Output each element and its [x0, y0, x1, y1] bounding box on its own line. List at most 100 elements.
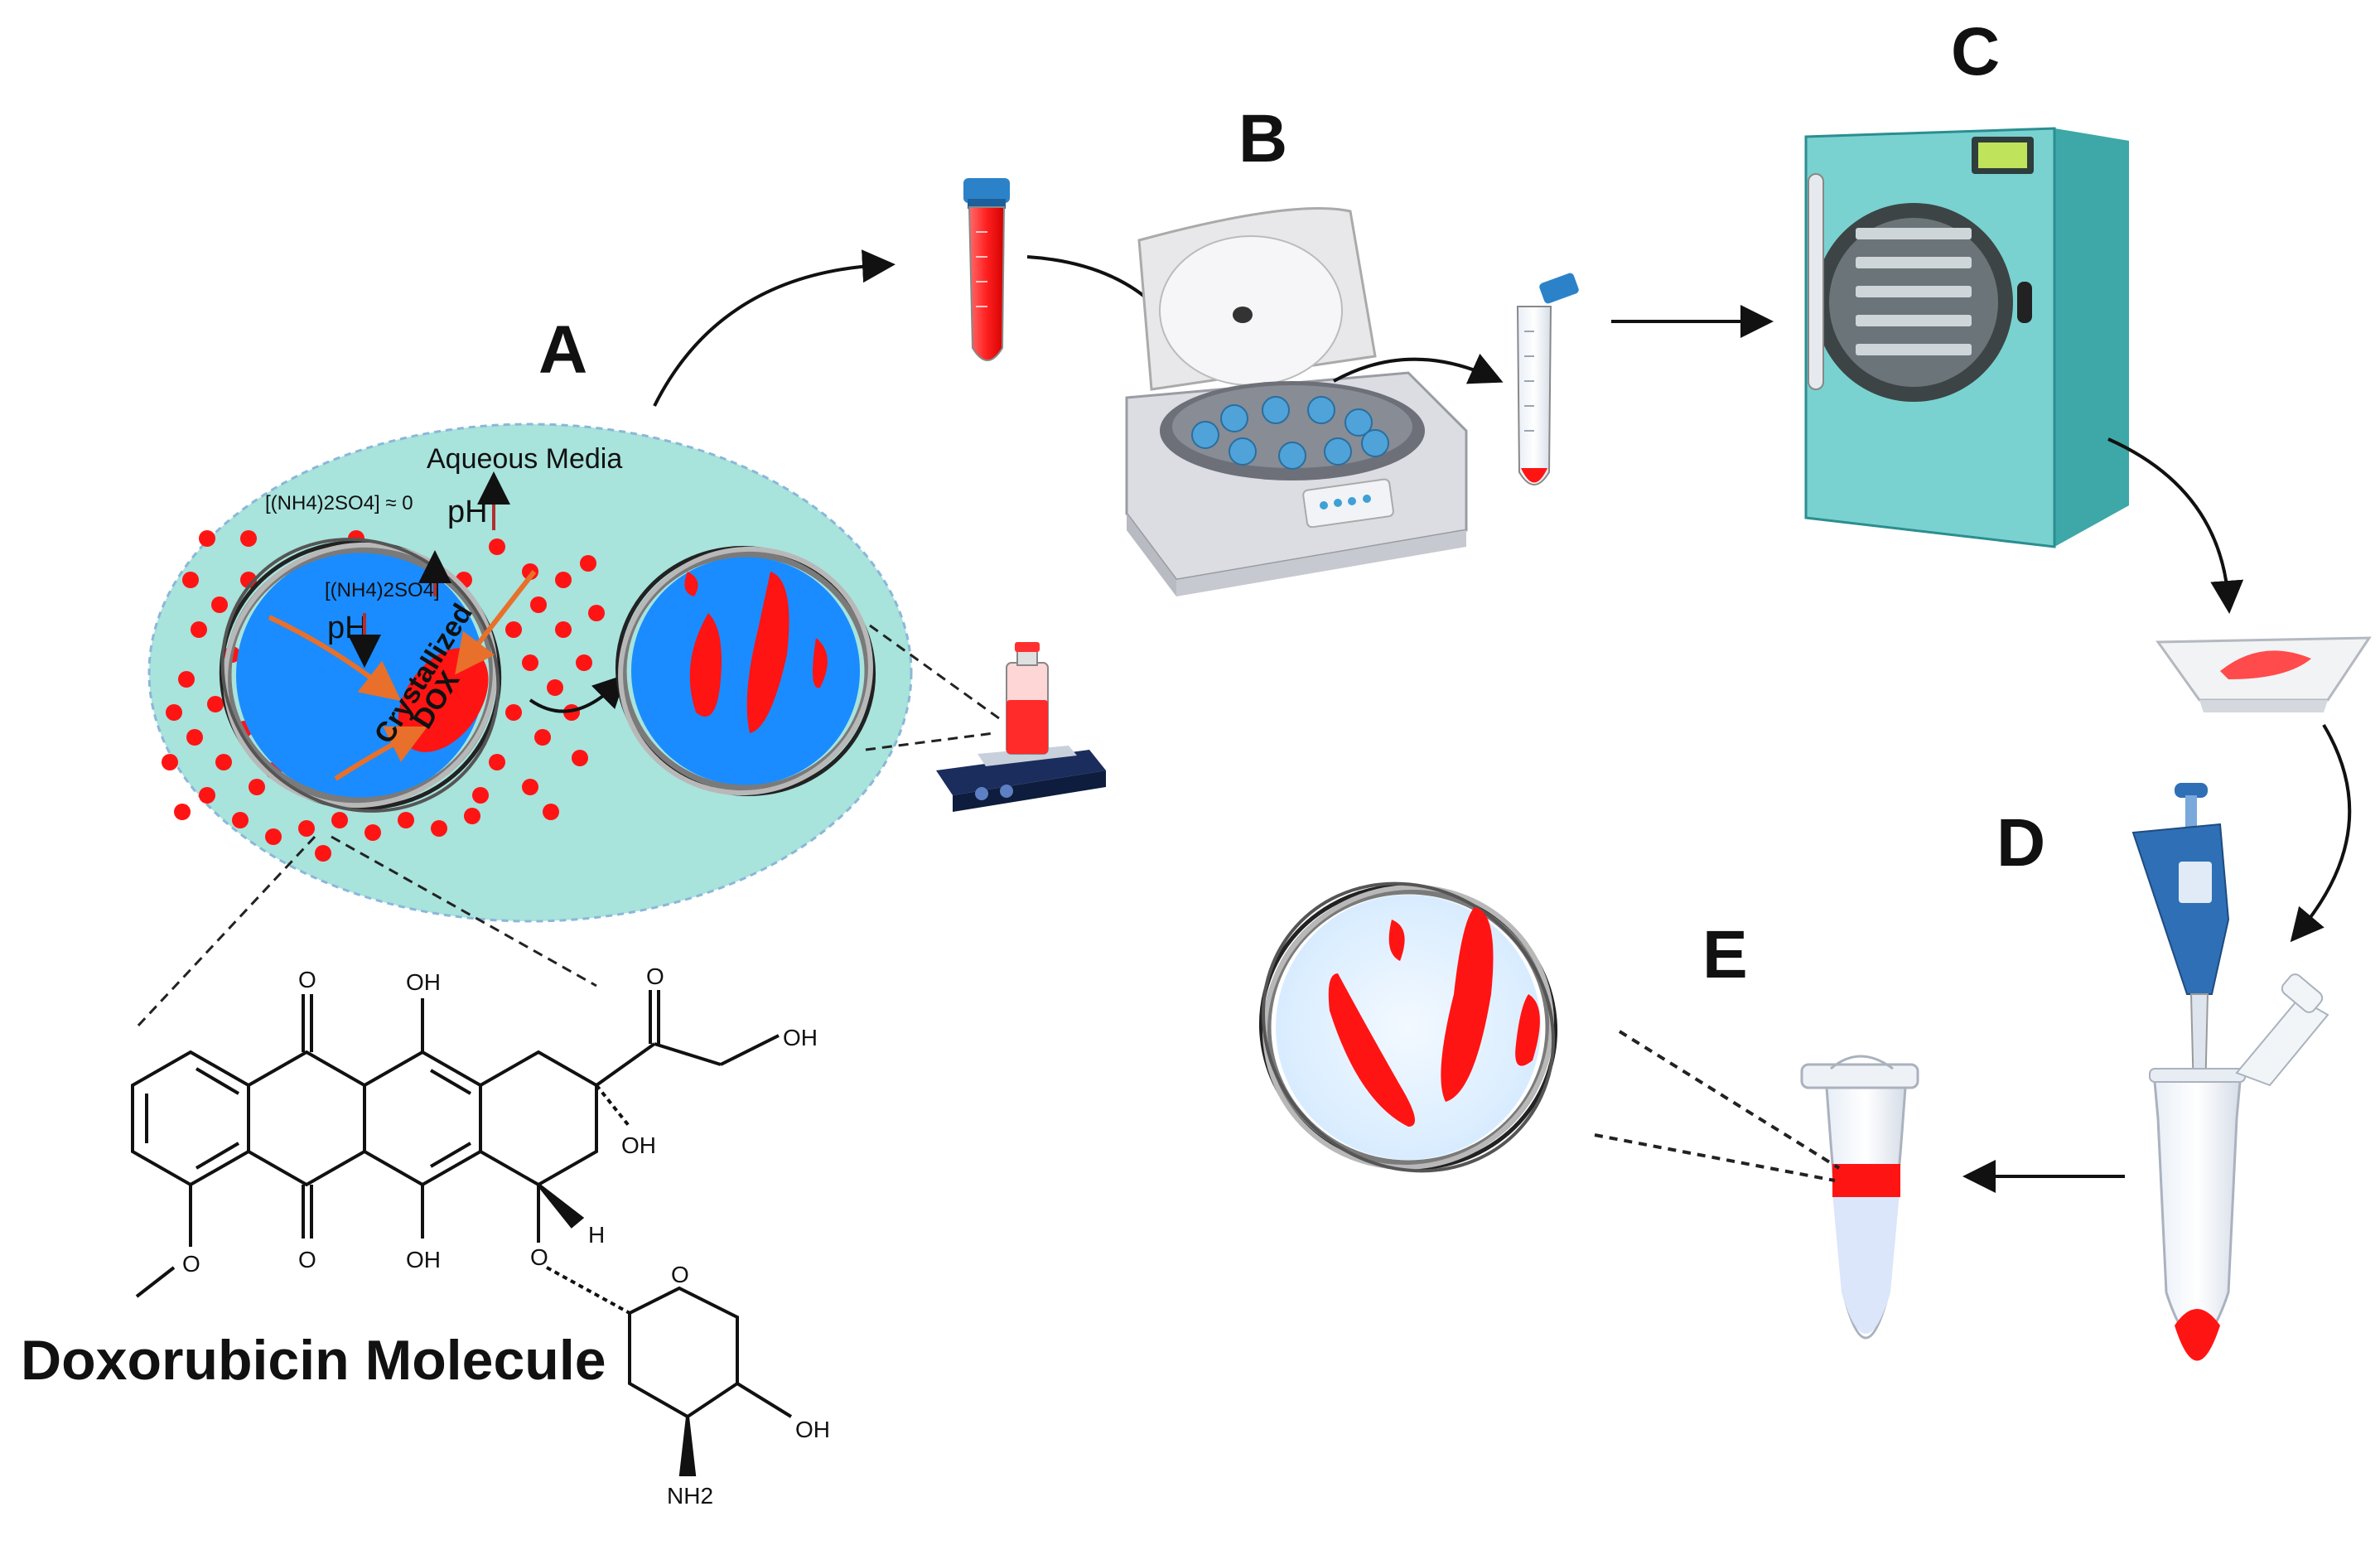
dox-dot: [505, 621, 522, 638]
dox-dot: [199, 787, 215, 804]
dox-dot: [215, 754, 232, 770]
atom-o-1: O: [298, 967, 316, 992]
doxorubicin-structure: [131, 990, 793, 1476]
panel-letter-d: D: [1996, 805, 2045, 881]
inner-salt-label: [(NH4)2SO4]: [325, 579, 440, 601]
dox-dot: [186, 729, 203, 746]
dox-dot: [464, 808, 480, 824]
dox-dot: [555, 621, 572, 638]
dash-connector-1: [869, 624, 1003, 722]
atom-o-2: O: [298, 1247, 316, 1272]
dox-dot: [522, 779, 538, 795]
panel-letter-c: C: [1951, 14, 2000, 89]
aqueous-media-label: Aqueous Media: [427, 443, 622, 475]
orange-arrow-1: [268, 615, 402, 702]
loading-arrow: [529, 674, 627, 713]
dash-e-2: [1594, 1133, 1836, 1182]
final-crystal-1: [1328, 973, 1415, 1127]
arrow-centrifuge-to-tube: [1333, 353, 1504, 384]
dox-dot: [580, 555, 596, 572]
atom-oh-2: OH: [406, 1247, 441, 1272]
atom-o-5: O: [530, 1244, 548, 1270]
dox-dot: [543, 804, 559, 820]
dash-to-molecule-right: [331, 835, 597, 987]
panel-letter-e: E: [1702, 917, 1748, 992]
final-crystal-4: [1388, 920, 1405, 961]
dox-dot: [211, 596, 228, 613]
dox-dot: [331, 812, 348, 828]
dox-dot: [522, 563, 538, 580]
dox-dot: [265, 828, 282, 845]
molecule-name: Doxorubicin Molecule: [21, 1329, 606, 1392]
atom-oh-4: OH: [621, 1132, 656, 1158]
dox-dot: [398, 812, 414, 828]
atom-o-6: O: [671, 1262, 689, 1287]
atom-oh-1: OH: [406, 969, 441, 995]
panel-letter-a: A: [538, 312, 587, 388]
dash-e-1: [1618, 1030, 1841, 1170]
dox-dot: [364, 824, 381, 841]
final-crystal-2: [1441, 907, 1494, 1102]
liposome-final: [1258, 881, 1558, 1173]
dox-dot: [576, 654, 592, 671]
molecule-atoms: O O OH OH O O OH OH H O O OH NH2: [182, 963, 830, 1509]
crystal-3: [813, 638, 828, 688]
atom-h: H: [588, 1222, 605, 1248]
hotplate-stirrer: [936, 642, 1106, 812]
dox-dot: [530, 596, 547, 613]
crystal-2: [746, 572, 789, 733]
orange-arrow-3: [334, 726, 428, 781]
powder-tray: [2156, 636, 2372, 712]
atom-o-3: O: [182, 1251, 200, 1277]
dox-dot: [547, 679, 563, 696]
microtube-e: [1800, 1055, 1919, 1340]
dox-dot: [178, 671, 195, 688]
dox-dot: [182, 572, 199, 588]
dox-dot: [199, 530, 215, 547]
atom-nh2: NH2: [667, 1483, 713, 1509]
centrifuge: [1125, 207, 1468, 596]
atom-oh-3: OH: [783, 1025, 818, 1050]
crystal-1: [689, 613, 722, 717]
dox-dot: [207, 696, 224, 712]
dox-dot: [315, 845, 331, 862]
dox-dot: [489, 538, 505, 555]
dox-dot: [534, 729, 551, 746]
orange-arrow-2: [455, 570, 537, 675]
dash-connector-2: [865, 732, 995, 751]
dox-dot: [505, 704, 522, 721]
liposome-loading: [(NH4)2SO4] pH Crystallized DOX: [219, 538, 537, 813]
arrow-a-to-tube: [653, 249, 896, 407]
dash-to-molecule-left: [135, 835, 316, 1029]
dox-dot: [191, 621, 207, 638]
dox-dot: [166, 704, 182, 721]
falcon-tube-red: [963, 178, 1010, 361]
microtube-d: [2149, 973, 2329, 1361]
crystal-4: [684, 572, 698, 596]
dox-dot: [232, 812, 249, 828]
dox-dot: [162, 754, 178, 770]
dox-dot: [588, 605, 605, 621]
dox-dot: [174, 804, 191, 820]
arrow-tray-to-pipette: [2290, 723, 2352, 943]
outer-ph-label: pH: [447, 495, 488, 529]
dox-dot: [240, 530, 257, 547]
liposome-loaded: [615, 546, 876, 796]
dox-dot: [572, 750, 588, 766]
dox-dot: [249, 779, 265, 795]
arrow-dryer-to-tray: [2107, 437, 2244, 614]
inner-ph-label: pH: [327, 611, 368, 645]
dox-dot: [522, 654, 538, 671]
dox-dot: [298, 820, 315, 837]
outer-salt-label: [(NH4)2SO4] ≈ 0: [265, 492, 413, 514]
freeze-dryer: [1804, 127, 2129, 548]
atom-oh-5: OH: [795, 1417, 830, 1442]
dox-dot: [472, 787, 489, 804]
dox-dot: [431, 820, 447, 837]
final-crystal-3: [1515, 994, 1540, 1066]
dox-dot: [489, 754, 505, 770]
atom-o-4: O: [646, 963, 664, 989]
panel-letter-b: B: [1238, 101, 1287, 176]
falcon-tube-pellet: [1516, 273, 1579, 485]
